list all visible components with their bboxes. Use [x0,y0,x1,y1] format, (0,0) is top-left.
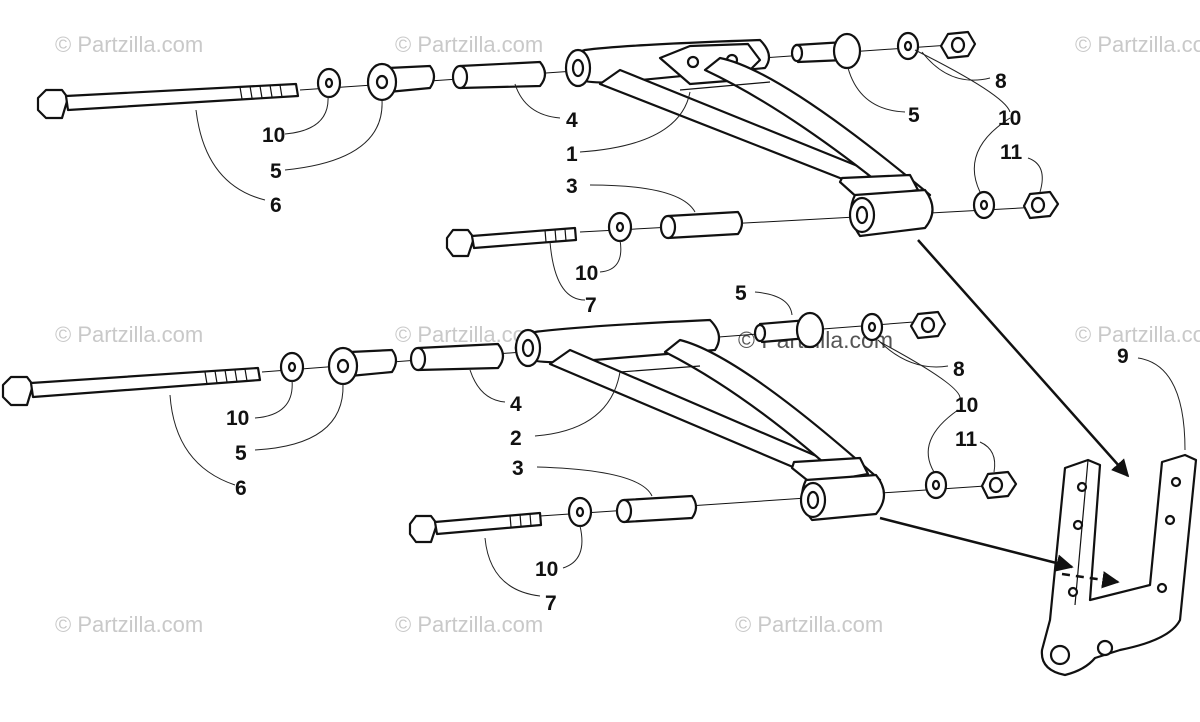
flanged-bushing [327,346,398,386]
callout-8: 8 [953,358,965,381]
flange-nut [909,310,947,340]
callout-4: 4 [566,109,578,132]
watermarks: © Partzilla.com © Partzilla.com © Partzi… [55,32,1200,637]
callout-2: 2 [510,427,522,450]
callout-10: 10 [575,262,598,285]
callout-8: 8 [995,70,1007,93]
lower-a-arm-assembly [1,310,1018,544]
flange-nut [939,30,977,60]
lock-nut [980,470,1018,500]
callout-11: 11 [955,428,978,451]
assembly-arrow [1061,571,1120,589]
watermark: © Partzilla.com [395,612,543,637]
callout-5: 5 [908,104,920,127]
bushing [451,60,547,90]
watermark: © Partzilla.com [55,32,203,57]
washer [924,470,948,500]
short-bolt [408,511,543,544]
callout-11: 11 [1000,141,1023,164]
watermark: © Partzilla.com [55,612,203,637]
spacer [615,494,698,524]
callout-3: 3 [566,175,578,198]
bushing [409,342,505,372]
washer [279,351,305,383]
callout-9: 9 [1117,345,1129,368]
callout-10: 10 [535,558,558,581]
callout-10: 10 [262,124,285,147]
watermark: © Partzilla.com [1075,322,1200,347]
callout-5: 5 [270,160,282,183]
callout-3: 3 [512,457,524,480]
callout-5: 5 [735,282,747,305]
callout-10: 10 [998,107,1021,130]
callout-10: 10 [955,394,978,417]
long-bolt [36,82,300,120]
assembly-arrow [917,239,1130,478]
leader-lines [169,49,1186,597]
watermark: © Partzilla.com [735,612,883,637]
watermark: © Partzilla.com [395,32,543,57]
callout-7: 7 [545,592,557,615]
washer [896,31,920,61]
washer [607,211,633,243]
callout-numbers: 6 10 5 4 1 3 10 7 5 8 10 11 6 10 5 4 2 3… [226,70,1129,615]
washer [316,67,342,99]
flanged-bushing [753,311,825,349]
washer [860,312,884,342]
callout-7: 7 [585,294,597,317]
spacer [659,210,744,240]
assembly-arrow [879,516,1074,572]
assembly-arrows [879,239,1130,589]
callout-5: 5 [235,442,247,465]
washer [972,190,996,220]
callout-4: 4 [510,393,522,416]
callout-6: 6 [235,477,247,500]
callout-6: 6 [270,194,282,217]
watermark: © Partzilla.com [1075,32,1200,57]
lower-a-arm [514,318,886,522]
lock-nut [1022,190,1060,220]
callout-1: 1 [566,143,578,166]
upper-a-arm-assembly [36,30,1060,258]
axis-line [579,206,1041,233]
watermark: © Partzilla.com [55,322,203,347]
short-bolt [445,226,578,258]
upper-a-arm [564,38,934,238]
flanged-bushing [366,62,436,102]
long-bolt [1,366,262,407]
mounting-bracket [1040,453,1198,677]
washer [567,496,593,528]
flanged-bushing [790,32,862,70]
callout-10: 10 [226,407,249,430]
